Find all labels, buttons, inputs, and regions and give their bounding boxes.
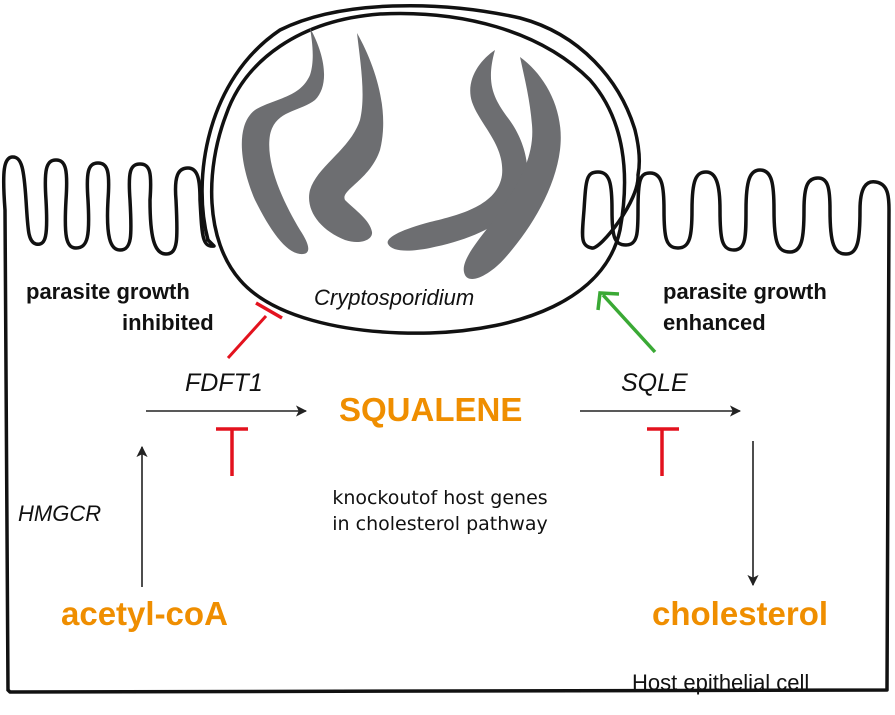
host-cell-membrane — [1, 155, 891, 694]
metabolite-cholesterol: cholesterol — [652, 595, 829, 632]
host-cell-label: Host epithelial cell — [632, 670, 810, 695]
sporozoite — [309, 33, 384, 243]
sporozoite — [463, 57, 561, 279]
inhibit-parasite-symbol — [226, 301, 283, 360]
enhanced-label-line1: parasite growth — [663, 279, 827, 304]
parasite-name: Cryptosporidium — [314, 285, 475, 310]
enhanced-label-line2: enhanced — [663, 310, 766, 335]
vacuole-inner-membrane — [209, 11, 627, 335]
sporozoites — [241, 28, 561, 279]
knockout-note: knockoutof host genes in cholesterol pat… — [300, 486, 580, 537]
metabolite-acetyl-coa: acetyl-coA — [61, 595, 228, 632]
knockout-note-line1: knockoutof host genes — [332, 487, 548, 509]
sporozoite — [241, 28, 325, 255]
sporozoite — [387, 50, 528, 251]
inhibited-label-line2: inhibited — [122, 310, 214, 335]
knockout-note-line2: in cholesterol pathway — [332, 512, 548, 535]
knockout-fdft1-symbol — [216, 427, 248, 476]
gene-hmgcr: HMGCR — [18, 501, 102, 526]
inhibited-label-line1: parasite growth — [26, 279, 190, 304]
enhance-parasite-arrow — [596, 291, 657, 354]
gene-sqle: SQLE — [621, 369, 688, 397]
gene-fdft1: FDFT1 — [185, 369, 263, 397]
metabolite-squalene: SQUALENE — [339, 391, 523, 428]
knockout-sqle-symbol — [647, 427, 679, 476]
vacuole-outer-membrane — [200, 3, 641, 250]
